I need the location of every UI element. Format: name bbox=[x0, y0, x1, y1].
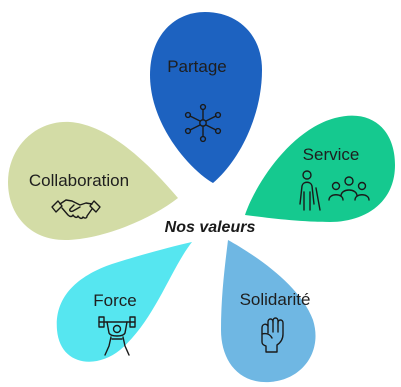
petal-service-label: Service bbox=[303, 145, 360, 164]
handshake-icon bbox=[51, 199, 101, 220]
people-service-icon bbox=[299, 170, 370, 211]
petal-force: Force bbox=[56, 242, 192, 362]
diagram-title: Nos valeurs bbox=[165, 219, 256, 236]
petal-partage-label: Partage bbox=[167, 57, 227, 76]
petal-solidarite: Solidarité bbox=[221, 240, 316, 383]
petal-partage-shape bbox=[150, 12, 262, 183]
petal-solidarite-shape bbox=[221, 240, 316, 383]
petal-partage: Partage bbox=[150, 12, 262, 183]
raised-fist-icon bbox=[261, 317, 284, 353]
network-icon bbox=[184, 103, 222, 143]
petal-force-shape bbox=[56, 242, 192, 362]
petal-service-shape bbox=[245, 115, 395, 222]
petal-collaboration-shape bbox=[8, 121, 178, 240]
petal-service: Service bbox=[245, 115, 395, 222]
petal-collaboration-label: Collaboration bbox=[29, 171, 129, 190]
petal-force-label: Force bbox=[93, 291, 136, 310]
petal-collaboration: Collaboration bbox=[8, 121, 178, 240]
weightlifter-icon bbox=[98, 316, 136, 356]
petal-solidarite-label: Solidarité bbox=[240, 290, 311, 309]
